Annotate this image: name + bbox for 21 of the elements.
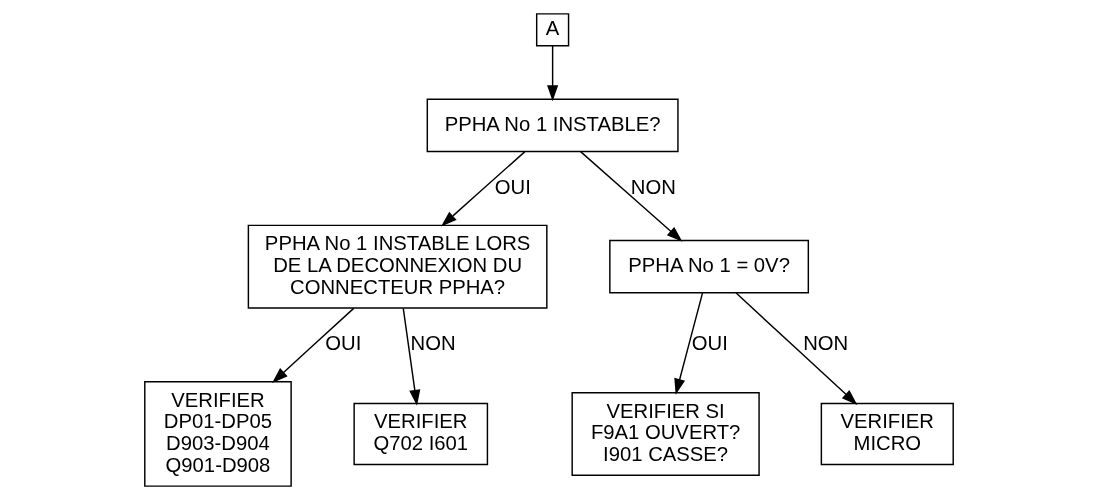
arrow xyxy=(673,292,703,395)
edge-label: OUI xyxy=(494,175,531,198)
node-box: PPHA No 1 INSTABLE LORS DE LA DECONNEXION DU CONNECTEUR PPHA? xyxy=(247,224,548,309)
arrow xyxy=(440,150,526,227)
arrow xyxy=(402,307,420,406)
node-box: A xyxy=(535,13,569,47)
edge-label: NON xyxy=(410,332,456,355)
arrow xyxy=(734,292,857,405)
node-box: PPHA No 1 = 0V? xyxy=(608,239,809,294)
edge-label: NON xyxy=(630,175,676,198)
arrow xyxy=(546,45,558,102)
edge-label: OUI xyxy=(324,332,361,355)
node-box: VERIFIER Q702 I601 xyxy=(352,402,488,466)
node-box: VERIFIER DP01-DP05 D903-D904 Q901-D908 xyxy=(143,381,292,487)
arrow xyxy=(579,150,682,242)
edge-label: OUI xyxy=(691,332,728,355)
node-box: VERIFIER MICRO xyxy=(820,402,954,466)
node-box: PPHA No 1 INSTABLE? xyxy=(426,98,679,153)
node-box: VERIFIER SI F9A1 OUVERT? I901 CASSE? xyxy=(570,391,760,476)
edge-label: NON xyxy=(802,332,848,355)
arrow xyxy=(271,307,354,383)
